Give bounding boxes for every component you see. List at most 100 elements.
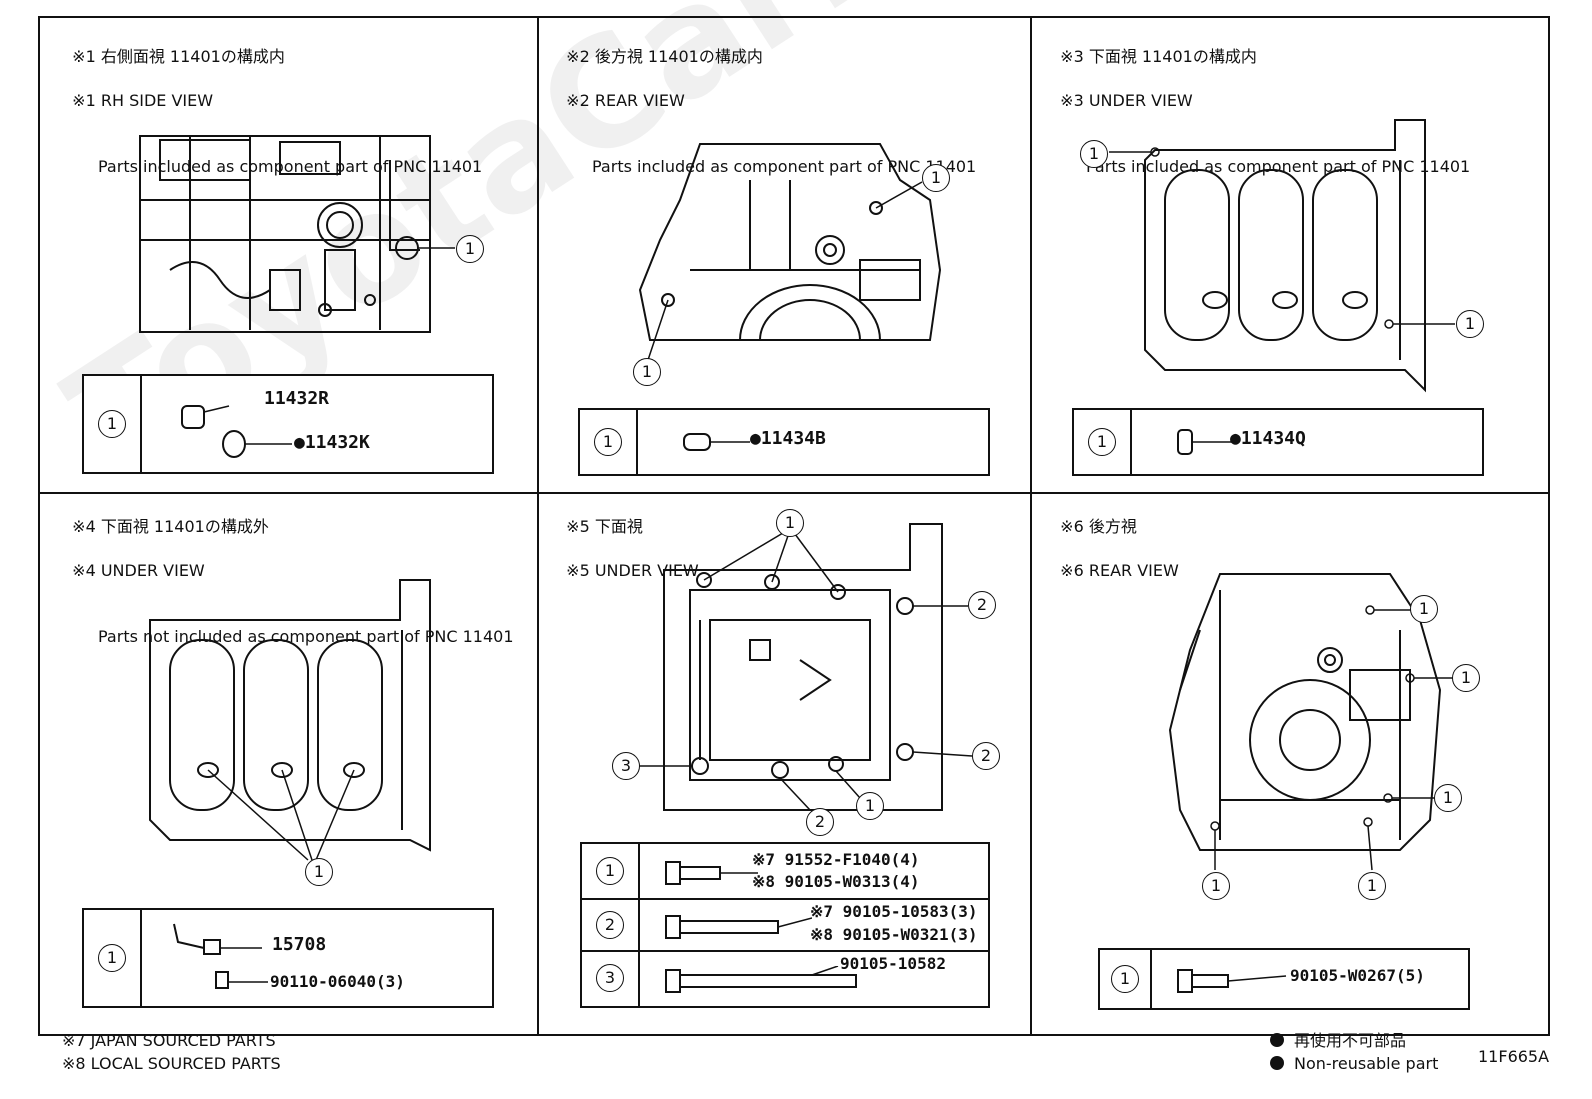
row-num-cell: 1 bbox=[580, 410, 638, 474]
callout-1: 1 bbox=[1456, 310, 1484, 338]
legend-non-reusable-en: Non-reusable part bbox=[1270, 1053, 1438, 1075]
callout-1: 1 bbox=[456, 235, 484, 263]
part-number: 90105-W0267(5) bbox=[1290, 966, 1425, 985]
panel-1-subtitle: Parts included as component part of PNC … bbox=[98, 157, 483, 176]
parts-row: 1 ●11434B bbox=[580, 410, 988, 474]
illustration-code: 11F665A bbox=[1478, 1047, 1550, 1066]
rear-view-drawing bbox=[638, 143, 942, 361]
bolt-icon bbox=[665, 861, 758, 885]
panel-3-title-en: ※3 UNDER VIEW bbox=[1060, 91, 1193, 110]
under-view-drawing bbox=[1109, 119, 1455, 393]
oil-jet-icon bbox=[173, 923, 268, 989]
row-callout-1: 1 bbox=[596, 857, 624, 885]
callout-1: 1 bbox=[1080, 140, 1108, 168]
callout-1: 1 bbox=[1358, 872, 1386, 900]
part-number: ※8 90105-W0313(4) bbox=[752, 872, 920, 891]
row-num-cell: 1 bbox=[84, 910, 142, 1006]
callout-1: 1 bbox=[1452, 664, 1480, 692]
plug-icon bbox=[181, 405, 292, 458]
part-number: 11432R bbox=[264, 388, 330, 409]
panel-6-title-ja: ※6 後方視 bbox=[1060, 517, 1137, 536]
panel-1-title-ja: ※1 右側面視 11401の構成内 bbox=[72, 47, 285, 66]
panel-4-title: ※4 下面視 11401の構成外 ※4 UNDER VIEW Parts not… bbox=[62, 494, 513, 670]
legend-label-ja: 再使用不可部品 bbox=[1294, 1031, 1407, 1050]
callout-1: 1 bbox=[1410, 595, 1438, 623]
row-callout-3: 3 bbox=[596, 964, 624, 992]
row-callout-1: 1 bbox=[594, 428, 622, 456]
part-number: ●11434B bbox=[750, 428, 826, 449]
panel-1-title-en: ※1 RH SIDE VIEW bbox=[72, 91, 214, 110]
panel-1-title: ※1 右側面視 11401の構成内 ※1 RH SIDE VIEW Parts … bbox=[62, 24, 482, 200]
callout-2: 2 bbox=[806, 808, 834, 836]
callout-1: 1 bbox=[856, 792, 884, 820]
row-callout-1: 1 bbox=[1088, 428, 1116, 456]
panel-2-title-ja: ※2 後方視 11401の構成内 bbox=[566, 47, 763, 66]
row-num-cell: 1 bbox=[1100, 950, 1152, 1008]
callout-3: 3 bbox=[612, 752, 640, 780]
callout-2: 2 bbox=[968, 591, 996, 619]
bolt-icon bbox=[665, 915, 812, 939]
panel-6-title-en: ※6 REAR VIEW bbox=[1060, 561, 1179, 580]
parts-table-1: 1 11432R ●11432K bbox=[82, 374, 494, 474]
parts-row: 1 11432R ●11432K bbox=[84, 376, 492, 472]
footnote-japan-sourced: ※7 JAPAN SOURCED PARTS bbox=[62, 1031, 276, 1050]
callout-1: 1 bbox=[1202, 872, 1230, 900]
dowel-pin-icon bbox=[683, 433, 750, 451]
parts-table-2: 1 ●11434B bbox=[578, 408, 990, 476]
parts-row: 1 15708 90110-06040(3) bbox=[84, 910, 492, 1006]
diagram-grid bbox=[38, 16, 1550, 1036]
rh-side-view-drawing bbox=[139, 135, 455, 333]
dowel-pin-icon bbox=[1177, 429, 1232, 455]
bullet-icon bbox=[1270, 1033, 1284, 1047]
bolt-icon bbox=[1177, 969, 1287, 993]
panel-4-title-ja: ※4 下面視 11401の構成外 bbox=[72, 517, 269, 536]
part-number: ※7 90105-10583(3) bbox=[810, 902, 978, 921]
parts-row: 1 ※7 91552-F1040(4) ※8 90105-W0313(4) bbox=[582, 844, 988, 900]
callout-1: 1 bbox=[776, 509, 804, 537]
row-num-cell: 2 bbox=[582, 900, 640, 950]
part-number: ※8 90105-W0321(3) bbox=[810, 925, 978, 944]
rear-view-drawing bbox=[1168, 573, 1454, 871]
row-num-cell: 1 bbox=[582, 844, 640, 898]
part-number: 90110-06040(3) bbox=[270, 972, 405, 991]
panel-6-title: ※6 後方視 ※6 REAR VIEW bbox=[1050, 494, 1179, 582]
parts-row: 3 90105-10582 bbox=[582, 952, 988, 1006]
parts-row: 1 90105-W0267(5) bbox=[1100, 950, 1468, 1008]
parts-row: 2 ※7 90105-10583(3) ※8 90105-W0321(3) bbox=[582, 900, 988, 952]
callout-1: 1 bbox=[633, 358, 661, 386]
part-number: ●11434Q bbox=[1230, 428, 1306, 449]
parts-table-6: 1 90105-W0267(5) bbox=[1098, 948, 1470, 1010]
parts-table-4: 1 15708 90110-06040(3) bbox=[82, 908, 494, 1008]
grid-divider bbox=[40, 492, 1548, 494]
panel-2-title-en: ※2 REAR VIEW bbox=[566, 91, 685, 110]
row-callout-2: 2 bbox=[596, 911, 624, 939]
part-number: 90105-10582 bbox=[840, 954, 946, 973]
panel-5-title-ja: ※5 下面視 bbox=[566, 517, 643, 536]
panel-4-title-en: ※4 UNDER VIEW bbox=[72, 561, 205, 580]
callout-2: 2 bbox=[972, 742, 1000, 770]
callout-1: 1 bbox=[1434, 784, 1462, 812]
parts-row: 1 ●11434Q bbox=[1074, 410, 1482, 474]
grid-divider bbox=[537, 18, 539, 1034]
under-view-drawing bbox=[149, 579, 431, 861]
panel-3-title-ja: ※3 下面視 11401の構成内 bbox=[1060, 47, 1257, 66]
row-callout-1: 1 bbox=[98, 944, 126, 972]
row-num-cell: 3 bbox=[582, 952, 640, 1006]
footnote-local-sourced: ※8 LOCAL SOURCED PARTS bbox=[62, 1054, 281, 1073]
legend-non-reusable-ja: 再使用不可部品 bbox=[1270, 1030, 1406, 1052]
panel-2-title: ※2 後方視 11401の構成内 ※2 REAR VIEW Parts incl… bbox=[556, 24, 976, 200]
row-callout-1: 1 bbox=[98, 410, 126, 438]
row-num-cell: 1 bbox=[1074, 410, 1132, 474]
bolt-icon bbox=[665, 966, 857, 993]
grid-divider bbox=[1030, 18, 1032, 1034]
callout-1: 1 bbox=[305, 858, 333, 886]
under-view-drawing bbox=[638, 523, 973, 811]
parts-table-5: 1 ※7 91552-F1040(4) ※8 90105-W0313(4) 2 … bbox=[580, 842, 990, 1008]
part-number: ●11432K bbox=[294, 432, 370, 453]
row-num-cell: 1 bbox=[84, 376, 142, 472]
part-number: ※7 91552-F1040(4) bbox=[752, 850, 920, 869]
row-callout-1: 1 bbox=[1111, 965, 1139, 993]
bullet-icon bbox=[1270, 1056, 1284, 1070]
legend-label-en: Non-reusable part bbox=[1294, 1054, 1439, 1073]
parts-table-3: 1 ●11434Q bbox=[1072, 408, 1484, 476]
